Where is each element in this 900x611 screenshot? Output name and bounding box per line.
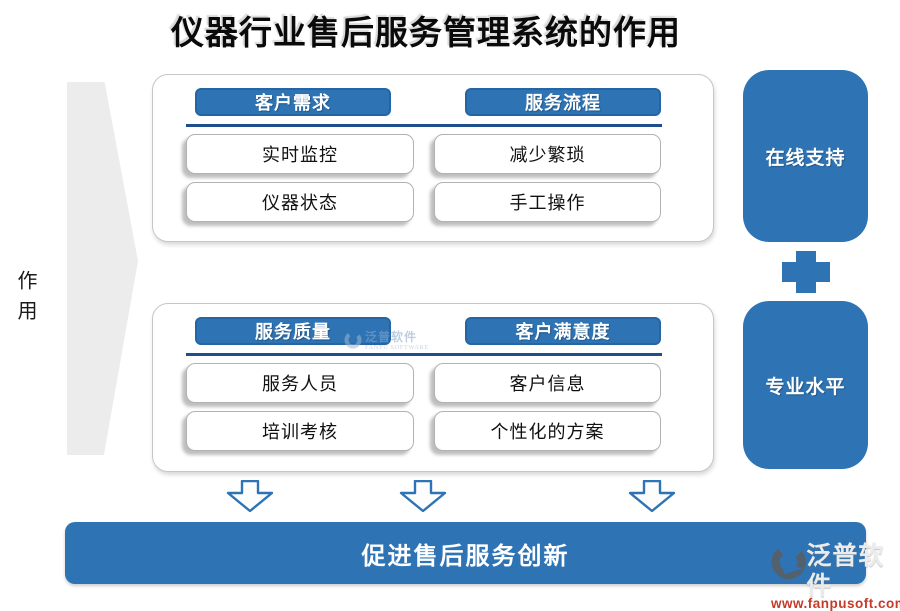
item-box: 培训考核 [186,411,414,451]
item-box: 个性化的方案 [434,411,661,451]
right-box-professional-level: 专业水平 [743,301,868,469]
column-header: 服务流程 [465,88,661,116]
column-header: 客户需求 [195,88,391,116]
corner-logo: 泛普软件 www.fanpusoft.com [771,542,900,611]
item-box: 实时监控 [186,134,414,174]
center-watermark: 泛普软件 FANPU SOFTWARE [344,331,429,352]
watermark-brand: 泛普软件 [365,330,418,344]
watermark-subtitle: FANPU SOFTWARE [365,344,429,351]
bottom-conclusion-bar: 促进售后服务创新 [65,522,866,584]
column-header: 服务质量 [195,317,391,345]
item-box: 服务人员 [186,363,414,403]
down-arrow-icon [628,479,676,513]
watermark-logo-icon [344,331,362,349]
logo-icon [771,544,806,580]
panel-quality-satisfaction: 服务质量 客户满意度 服务人员 客户信息 培训考核 个性化的方案 [152,303,714,472]
page-title: 仪器行业售后服务管理系统的作用 [171,16,681,52]
item-box: 减少繁琐 [434,134,661,174]
logo-url-text: www.fanpusoft.com [771,596,900,611]
left-arrow-shape [67,82,138,455]
panel-customer-service: 客户需求 服务流程 实时监控 减少繁琐 仪器状态 手工操作 [152,74,714,242]
column-header: 客户满意度 [465,317,661,345]
left-arrow-label: 作用 [14,270,36,330]
panel-divider [186,124,662,127]
panel-divider [186,353,662,356]
item-box: 手工操作 [434,182,661,222]
plus-icon [782,251,830,293]
right-box-online-support: 在线支持 [743,70,868,242]
logo-brand-text: 泛普软件 [806,543,885,600]
down-arrow-icon [399,479,447,513]
down-arrow-icon [226,479,274,513]
item-box: 客户信息 [434,363,661,403]
item-box: 仪器状态 [186,182,414,222]
